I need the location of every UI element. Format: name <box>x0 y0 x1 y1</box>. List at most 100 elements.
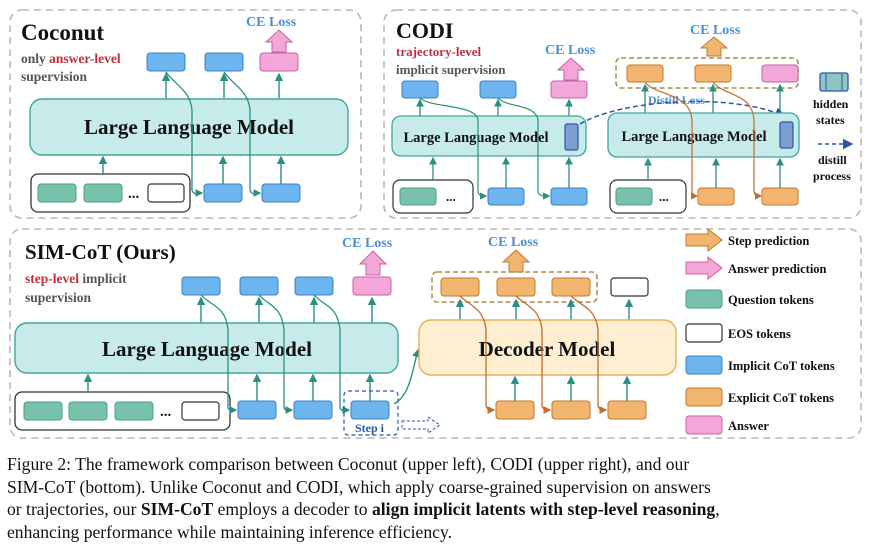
question-token <box>615 187 653 206</box>
coconut-ce-loss: CE Loss <box>246 15 297 30</box>
coconut-title: Coconut <box>21 20 104 45</box>
step-i-hollow-arrow <box>401 416 441 434</box>
legend-step-prediction: Step prediction <box>728 234 809 248</box>
ellipsis: ... <box>160 404 172 420</box>
question-token <box>399 187 437 206</box>
codi-llm-left-label: Large Language Model <box>404 130 549 146</box>
ellipsis: ... <box>659 189 669 204</box>
caption-line-3: or trajectories, our SIM-CoT employs a d… <box>7 499 720 519</box>
explicit-token <box>551 400 591 420</box>
latent-to-decoder-arrow <box>393 348 421 405</box>
question-token <box>68 401 108 421</box>
question-token <box>83 183 123 203</box>
eos-token <box>147 183 185 203</box>
framework-diagram: Coconut only answer-level supervision CE… <box>9 9 862 439</box>
simcot-llm-label: Large Language Model <box>102 337 312 361</box>
legend-answer-prediction: Answer prediction <box>728 262 827 276</box>
coconut-input-box <box>30 173 191 213</box>
answer-prediction-icon <box>685 255 723 281</box>
implicit-token <box>350 400 390 420</box>
coconut-answer-arrow <box>264 29 294 53</box>
explicit-token <box>626 64 664 83</box>
answer-icon <box>685 415 723 435</box>
implicit-token <box>293 400 333 420</box>
simcot-decoder-label: Decoder Model <box>479 337 616 361</box>
explicit-token <box>694 64 732 83</box>
codi-llm-right <box>607 112 800 158</box>
figure-caption: Figure 2: The framework comparison betwe… <box>7 453 867 543</box>
legend: Step prediction Answer prediction Questi… <box>685 227 835 435</box>
simcot-title: SIM-CoT (Ours) <box>25 240 176 264</box>
codi-ce-loss-left: CE Loss <box>545 43 596 58</box>
simcot-ce-loss-left: CE Loss <box>342 236 393 251</box>
legend-explicit-cot-tokens: Explicit CoT tokens <box>728 391 834 405</box>
answer-token <box>550 80 588 99</box>
hidden-state-legend-icon <box>819 72 849 92</box>
coconut-panel: Coconut only answer-level supervision CE… <box>9 9 362 219</box>
caption-line-4: enhancing performance while maintaining … <box>7 521 453 542</box>
codi-answer-arrow <box>556 57 586 81</box>
simcot-panel: SIM-CoT (Ours) step-level implicit super… <box>9 227 862 439</box>
simcot-answer-arrow <box>358 250 388 276</box>
answer-token <box>352 276 392 296</box>
simcot-ce-loss-right: CE Loss <box>488 235 539 250</box>
explicit-token <box>761 187 799 206</box>
codi-distill-loss: Distill Loss <box>648 93 705 107</box>
legend-distill-2: process <box>813 169 851 183</box>
explicit-token <box>496 277 536 297</box>
implicit-token <box>261 183 301 203</box>
eos-token <box>181 401 220 421</box>
legend-distill-1: distill <box>818 153 847 167</box>
question-token <box>37 183 77 203</box>
simcot-llm <box>14 322 399 374</box>
codi-panel: CODI trajectory-level implicit supervisi… <box>383 9 862 219</box>
codi-subtitle: implicit supervision <box>396 62 506 77</box>
ellipsis: ... <box>446 189 456 204</box>
codi-llm-right-label: Large Language Model <box>622 129 767 145</box>
answer-token <box>259 52 299 72</box>
legend-hidden-2: states <box>816 113 845 127</box>
caption-line-2: SIM-CoT (bottom). Unlike Coconut and COD… <box>7 476 711 497</box>
legend-eos-tokens: EOS tokens <box>728 327 791 341</box>
explicit-token <box>495 400 535 420</box>
explicit-token <box>551 277 591 297</box>
implicit-token <box>479 80 517 99</box>
legend-hidden-1: hidden <box>813 97 849 111</box>
ellipsis: ... <box>128 186 140 202</box>
implicit-token <box>239 276 279 296</box>
coconut-subtitle-2: supervision <box>21 69 88 84</box>
implicit-token <box>203 183 243 203</box>
codi-title: CODI <box>396 18 453 43</box>
simcot-decoder <box>418 319 677 376</box>
legend-question-tokens: Question tokens <box>728 293 814 307</box>
legend-answer: Answer <box>728 419 769 433</box>
explicit-token <box>697 187 735 206</box>
codi-distill-arrow <box>579 100 786 125</box>
step-prediction-icon <box>685 227 723 253</box>
implicit-token <box>204 52 244 72</box>
simcot-step-arrow <box>501 249 531 273</box>
implicit-token <box>181 276 221 296</box>
coconut-subtitle: only answer-level <box>21 51 121 66</box>
explicit-cot-tokens-icon <box>685 387 723 407</box>
simcot-subtitle-2: supervision <box>25 290 92 305</box>
codi-subtitle-red: trajectory-level <box>396 44 482 59</box>
question-token <box>114 401 154 421</box>
codi-ce-loss-right: CE Loss <box>690 23 741 38</box>
implicit-token <box>487 187 525 206</box>
eos-token <box>610 277 649 297</box>
explicit-token <box>607 400 647 420</box>
implicit-token <box>146 52 186 72</box>
simcot-subtitle: step-level implicit <box>25 271 127 286</box>
implicit-token <box>294 276 334 296</box>
implicit-token <box>237 400 277 420</box>
implicit-token <box>401 80 439 99</box>
explicit-token <box>440 277 480 297</box>
eos-tokens-icon <box>685 323 723 343</box>
step-i-box <box>343 390 399 436</box>
answer-token <box>761 64 799 83</box>
question-tokens-icon <box>685 289 723 309</box>
hidden-state-icon <box>564 123 579 151</box>
codi-explicit-group <box>615 57 799 89</box>
question-token <box>23 401 63 421</box>
